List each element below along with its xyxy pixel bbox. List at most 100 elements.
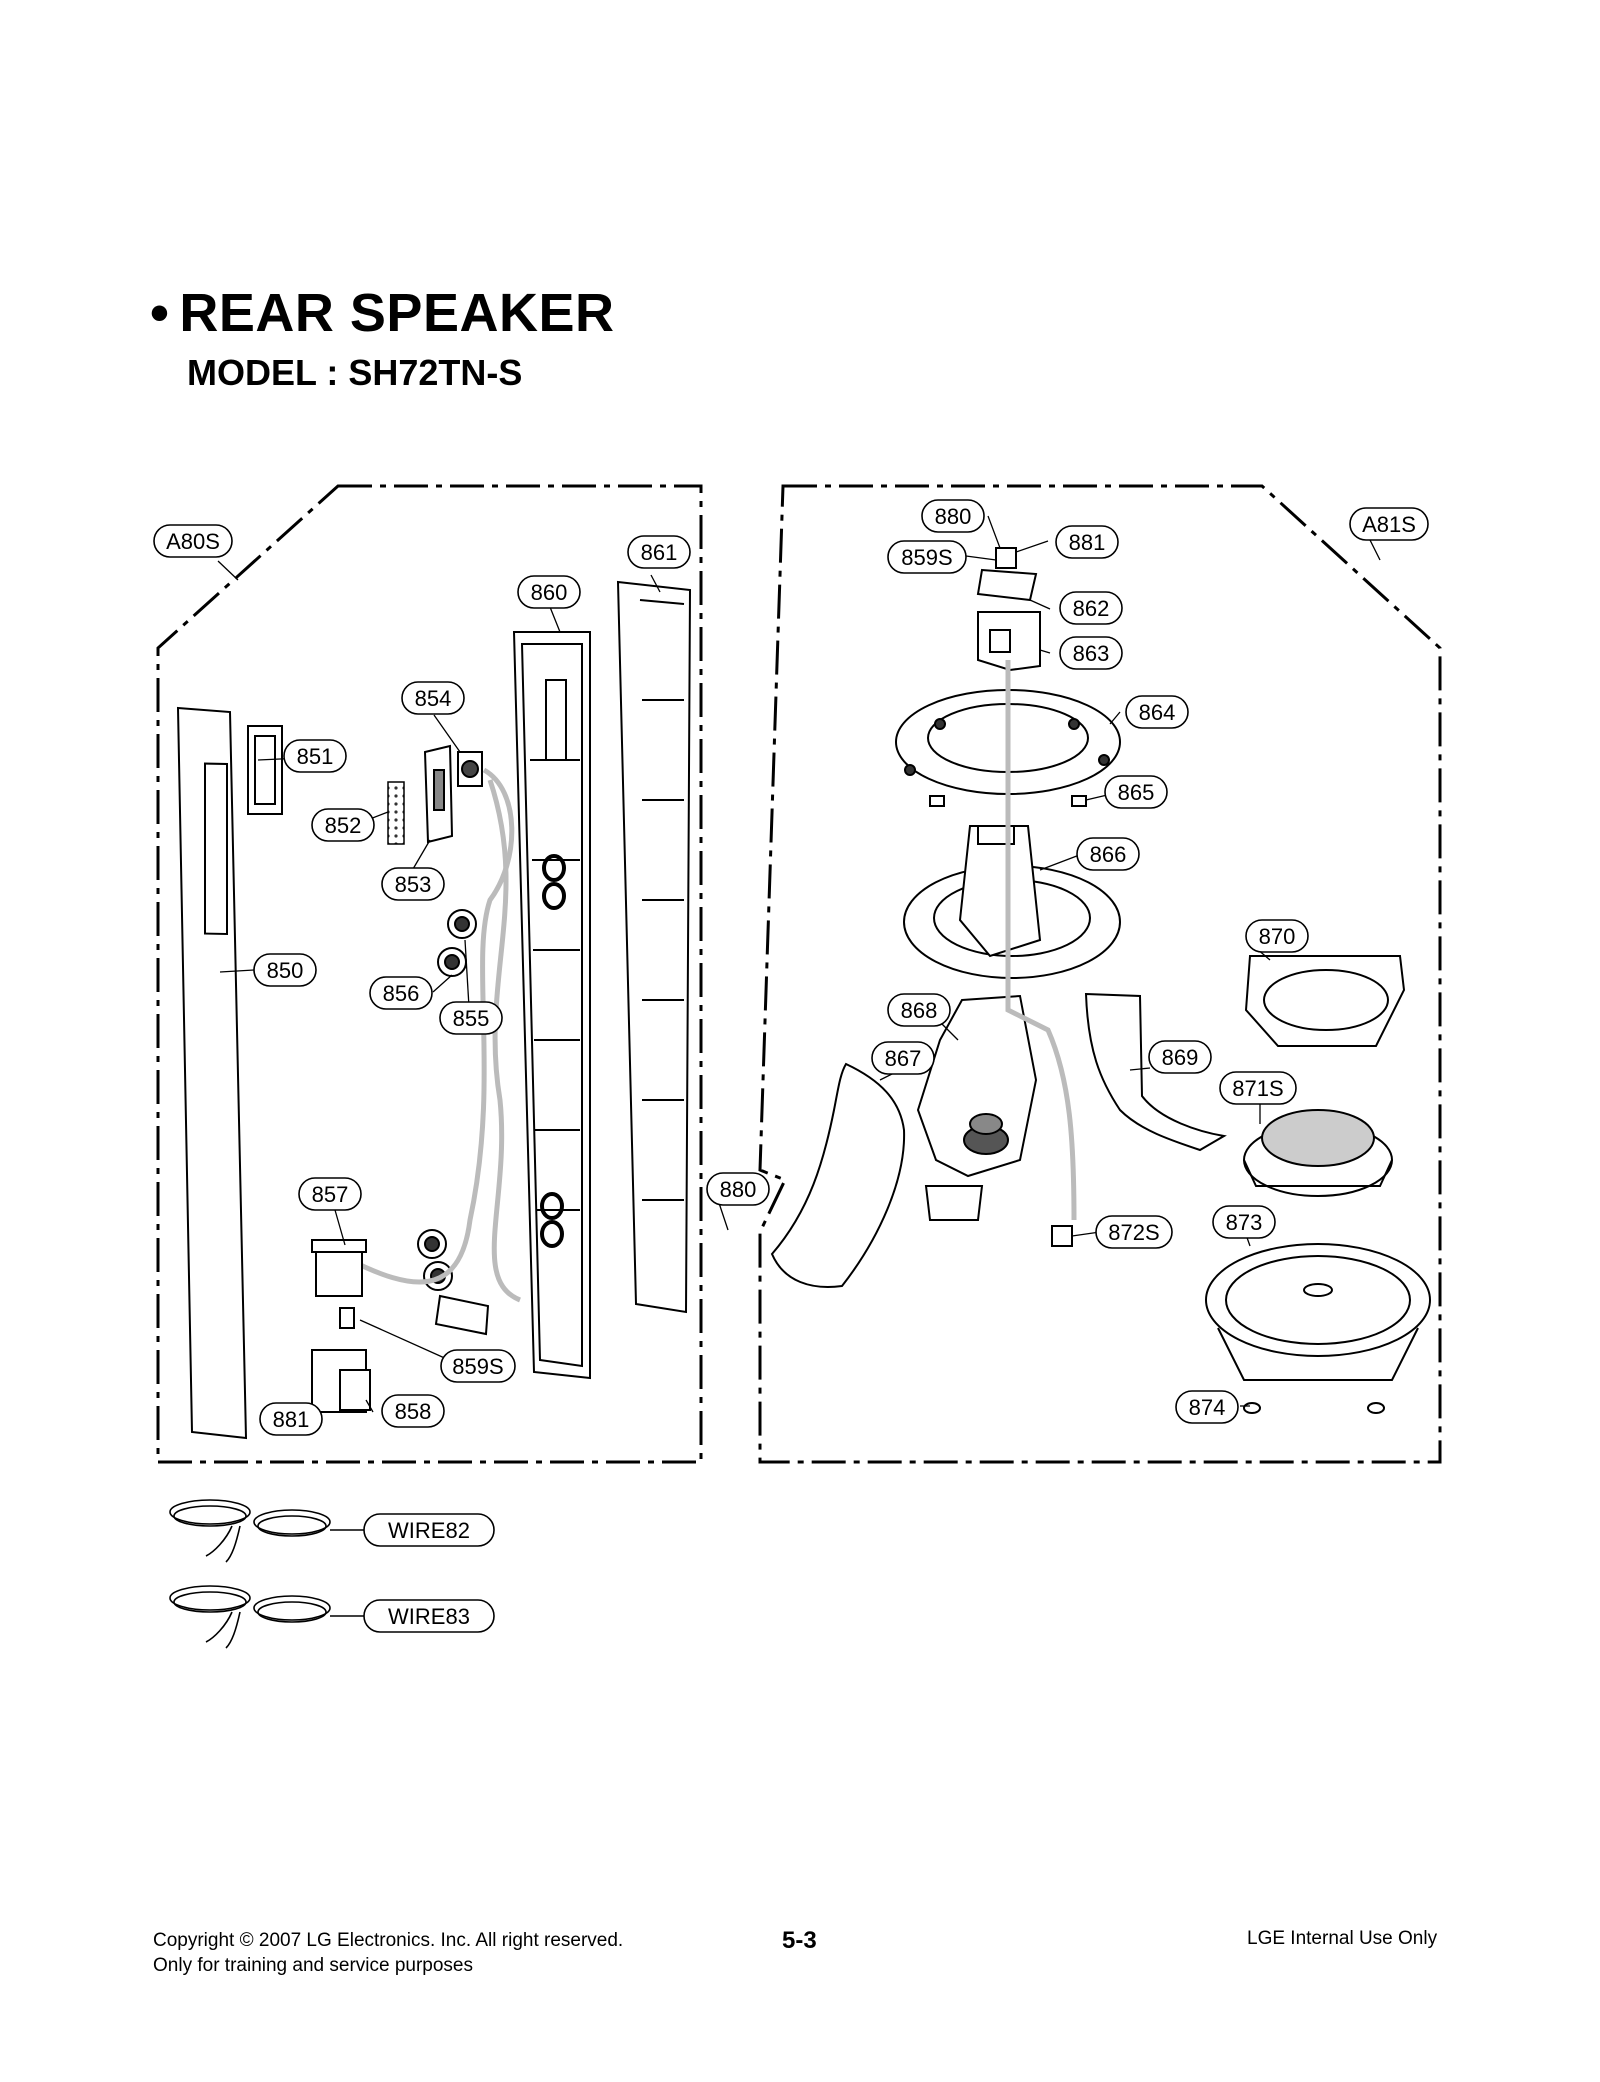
- callout-865-text: 865: [1118, 780, 1155, 805]
- callout-859s-left-text: 859S: [452, 1354, 503, 1379]
- callout-867: 867: [871, 1041, 935, 1075]
- callout-864: 864: [1125, 695, 1189, 729]
- bracket-plate: [434, 1294, 490, 1336]
- woofer-856: [437, 947, 467, 977]
- callout-853-text: 853: [395, 872, 432, 897]
- callout-a80s: A80S: [153, 524, 233, 558]
- callout-860: 860: [517, 575, 581, 609]
- callout-a81s-text: A81S: [1362, 512, 1416, 537]
- badge-frame: [247, 725, 283, 815]
- callout-881-left-text: 881: [273, 1407, 310, 1432]
- callout-857: 857: [298, 1177, 362, 1211]
- callout-a80s-text: A80S: [166, 529, 220, 554]
- callout-851-text: 851: [297, 744, 334, 769]
- callout-866: 866: [1076, 837, 1140, 871]
- callout-wire82-text: WIRE82: [388, 1518, 470, 1543]
- callout-860-text: 860: [531, 580, 568, 605]
- horn-reflector-868: [916, 994, 1038, 1221]
- callout-870-text: 870: [1259, 924, 1296, 949]
- horn-base-866: [903, 825, 1121, 979]
- woofer-lower-1: [417, 1229, 447, 1259]
- section-title: •REAR SPEAKER: [150, 282, 614, 344]
- woofer-855: [447, 909, 477, 939]
- callout-857-text: 857: [312, 1182, 349, 1207]
- callout-868: 868: [887, 993, 951, 1027]
- footer-internal: LGE Internal Use Only: [1247, 1928, 1438, 1949]
- callout-880-left: 880: [706, 1172, 770, 1206]
- callout-874-text: 874: [1189, 1395, 1226, 1420]
- callout-850-text: 850: [267, 958, 304, 983]
- front-grille-panel: [176, 706, 248, 1440]
- footer-copyright: Copyright © 2007 LG Electronics. Inc. Al…: [153, 1930, 624, 1951]
- callout-872s-text: 872S: [1108, 1220, 1159, 1245]
- internal-wire-left: [348, 767, 515, 1285]
- callout-863: 863: [1059, 636, 1123, 670]
- callout-871s-text: 871S: [1232, 1076, 1283, 1101]
- terminal-holder: [311, 1349, 371, 1413]
- callout-859s-right-text: 859S: [901, 545, 952, 570]
- callout-855: 855: [439, 1001, 503, 1035]
- tweeter-unit: [457, 751, 483, 787]
- callout-866-text: 866: [1090, 842, 1127, 867]
- connector-859s: [339, 1307, 355, 1329]
- wire-bundle-83: [169, 1585, 364, 1649]
- model-label: MODEL : SH72TN-S: [187, 352, 523, 393]
- callout-881-right-text: 881: [1069, 530, 1106, 555]
- callout-868-text: 868: [901, 998, 938, 1023]
- terminal-block-863: [977, 611, 1041, 672]
- callout-880-left-text: 880: [720, 1177, 757, 1202]
- footer-purpose: Only for training and service purposes: [153, 1955, 473, 1976]
- callout-869: 869: [1148, 1040, 1212, 1074]
- callout-880-right: 880: [921, 499, 985, 533]
- gasket-870: [1244, 955, 1406, 1047]
- internal-wire-right: [1005, 660, 1077, 1221]
- callout-861: 861: [627, 535, 691, 569]
- callout-871s: 871S: [1219, 1071, 1297, 1105]
- callout-853: 853: [381, 867, 445, 901]
- callout-865: 865: [1104, 775, 1168, 809]
- callout-881-right: 881: [1055, 525, 1119, 559]
- callout-873: 873: [1212, 1205, 1276, 1239]
- callout-858-text: 858: [395, 1399, 432, 1424]
- callout-854: 854: [401, 681, 465, 715]
- nuts-865: [929, 795, 1087, 807]
- bottom-base-873: [1205, 1243, 1431, 1381]
- callout-881-left: 881: [259, 1402, 323, 1436]
- tweeter-bracket: [423, 744, 454, 844]
- callout-873-text: 873: [1226, 1210, 1263, 1235]
- side-panel-869: [1084, 992, 1227, 1152]
- callout-869-text: 869: [1162, 1045, 1199, 1070]
- woofer-871s: [1243, 1109, 1393, 1197]
- callout-856: 856: [369, 976, 433, 1010]
- callout-854-text: 854: [415, 686, 452, 711]
- callout-851: 851: [283, 739, 347, 773]
- callout-856-text: 856: [383, 981, 420, 1006]
- bullet: •: [150, 283, 170, 343]
- callout-870: 870: [1245, 919, 1309, 953]
- group-boundary-a81s: [758, 484, 1442, 1464]
- wire-bundle-82: [169, 1499, 364, 1563]
- callout-880-right-text: 880: [935, 504, 972, 529]
- group-boundary-a80s: [156, 484, 703, 1464]
- callout-861-text: 861: [641, 540, 678, 565]
- page-number: 5-3: [782, 1927, 817, 1954]
- callout-864-text: 864: [1139, 700, 1176, 725]
- speaker-baffle: [512, 631, 591, 1380]
- callout-862: 862: [1059, 591, 1123, 625]
- callout-867-text: 867: [885, 1046, 922, 1071]
- side-panel-867: [770, 1062, 906, 1288]
- callout-wire82: WIRE82: [363, 1513, 495, 1547]
- callout-852: 852: [311, 808, 375, 842]
- callout-852-text: 852: [325, 813, 362, 838]
- top-bracket-859s: [976, 547, 1038, 602]
- callout-874: 874: [1175, 1390, 1239, 1424]
- title-text: REAR SPEAKER: [179, 283, 615, 343]
- callout-wire83-text: WIRE83: [388, 1604, 470, 1629]
- internal-wire-left-2: [487, 779, 522, 1303]
- feet-874: [1243, 1402, 1385, 1414]
- callout-862-text: 862: [1073, 596, 1110, 621]
- callout-wire83: WIRE83: [363, 1599, 495, 1633]
- callout-859s-right: 859S: [887, 540, 967, 574]
- badge-grille: [387, 781, 405, 845]
- callout-850: 850: [253, 953, 317, 987]
